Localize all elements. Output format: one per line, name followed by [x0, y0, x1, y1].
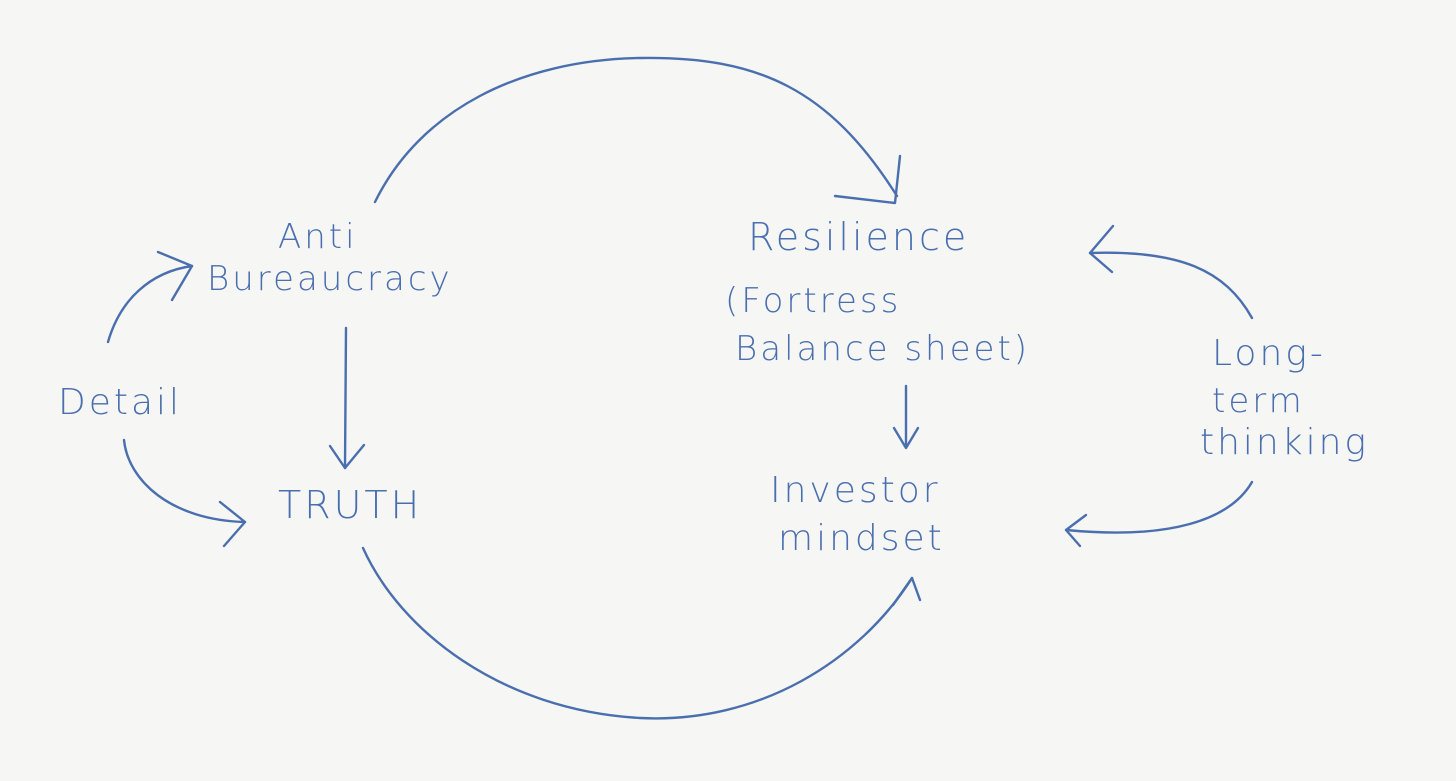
arrowhead-bureaucracy-to-truth [328, 443, 366, 470]
arrowhead-detail-to-bureaucracy [156, 250, 194, 302]
arrow-longterm-to-investor [1064, 480, 1254, 534]
node-bureaucracy: Bureaucracy [207, 259, 453, 299]
node-resilience: Resilience [748, 215, 970, 259]
arrowhead-truth-to-investor [891, 576, 922, 607]
node-detail: Detail [58, 382, 183, 423]
node-fortress: (Fortress [725, 281, 902, 321]
arrowhead-resilience-to-investor [892, 426, 920, 450]
arrowhead-longterm-to-resilience [1088, 224, 1115, 274]
arrowhead-bureaucracy-to-resilience [833, 154, 902, 205]
arrow-longterm-to-resilience [1088, 251, 1254, 320]
node-balance-sheet: Balance sheet) [735, 329, 1031, 369]
arrow-detail-to-bureaucracy [106, 264, 194, 344]
arrow-bureaucracy-to-resilience [373, 56, 899, 204]
node-truth: TRUTH [278, 483, 423, 527]
node-long: Long- [1212, 333, 1326, 374]
node-term: term [1212, 381, 1305, 421]
arrow-truth-to-investor [361, 546, 914, 720]
node-anti: Anti [278, 217, 358, 257]
node-thinking: thinking [1200, 422, 1370, 463]
node-investor: Investor [770, 470, 941, 511]
arrowhead-detail-to-truth [218, 500, 247, 548]
arrowhead-longterm-to-investor [1064, 513, 1088, 548]
arrow-detail-to-truth [122, 438, 247, 524]
arrow-bureaucracy-to-truth [343, 326, 348, 470]
node-mindset: mindset [778, 518, 945, 559]
